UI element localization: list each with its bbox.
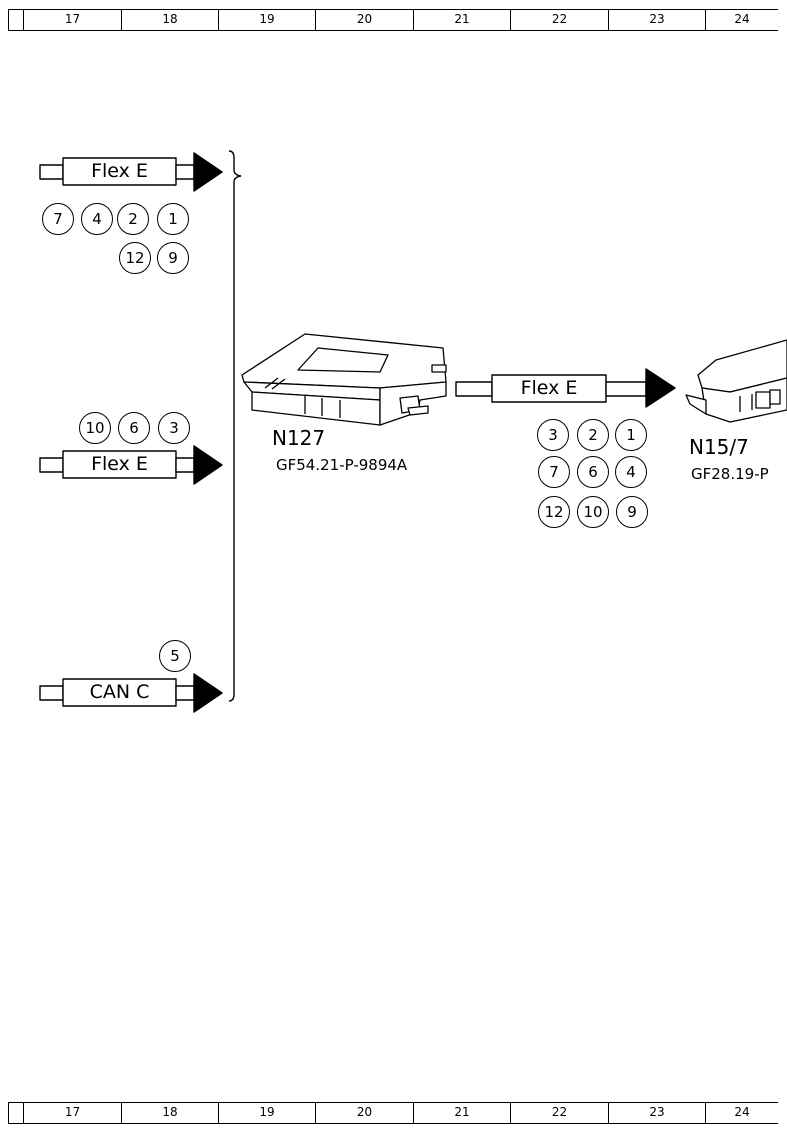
- ruler-col-18: 18: [121, 1103, 218, 1123]
- pin-circle: 10: [79, 412, 111, 444]
- ruler-lead-cell: [8, 1103, 23, 1123]
- pin-circle: 10: [577, 496, 609, 528]
- ruler-col-22: 22: [510, 1103, 608, 1123]
- column-ruler-top: 17 18 19 20 21 22 23 24: [8, 9, 778, 31]
- ruler-lead-cell: [8, 10, 23, 30]
- bus-arrow-3: [39, 673, 223, 713]
- bus-label-can-c: CAN C: [89, 681, 150, 703]
- ruler-col-19: 19: [218, 10, 315, 30]
- component-code-n15-7: N15/7: [689, 435, 749, 459]
- ruler-col-23: 23: [608, 1103, 705, 1123]
- ruler-col-21: 21: [413, 1103, 510, 1123]
- bus-label-flex-e-link: Flex E: [520, 377, 578, 399]
- column-ruler-bottom: 17 18 19 20 21 22 23 24: [8, 1102, 778, 1124]
- component-code-n127: N127: [272, 426, 326, 450]
- ruler-col-24: 24: [705, 10, 778, 30]
- component-ref-n127[interactable]: GF54.21-P-9894A: [276, 456, 408, 474]
- group-brace: [228, 150, 242, 702]
- ruler-col-20: 20: [315, 10, 413, 30]
- ruler-col-17: 17: [23, 1103, 121, 1123]
- pin-circle: 4: [81, 203, 113, 235]
- ruler-col-17: 17: [23, 10, 121, 30]
- pin-circle: 5: [159, 640, 191, 672]
- n127-module-drawing: [241, 333, 447, 426]
- pin-circle: 3: [158, 412, 190, 444]
- ruler-col-23: 23: [608, 10, 705, 30]
- pin-circle: 9: [157, 242, 189, 274]
- pin-circle: 9: [616, 496, 648, 528]
- bus-arrow-1: [39, 152, 223, 192]
- bus-label-flex-e-1: Flex E: [91, 160, 148, 182]
- pin-circle: 7: [42, 203, 74, 235]
- ruler-col-21: 21: [413, 10, 510, 30]
- ruler-col-22: 22: [510, 10, 608, 30]
- pin-circle: 12: [119, 242, 151, 274]
- ruler-col-18: 18: [121, 10, 218, 30]
- pin-circle: 2: [577, 419, 609, 451]
- component-ref-n15-7[interactable]: GF28.19-P: [691, 465, 769, 483]
- pin-circle: 6: [118, 412, 150, 444]
- pin-circle: 6: [577, 456, 609, 488]
- n15-7-module-drawing: [685, 339, 787, 423]
- bus-arrow-2: [39, 445, 223, 485]
- ruler-col-24: 24: [705, 1103, 778, 1123]
- ruler-col-20: 20: [315, 1103, 413, 1123]
- pin-circle: 1: [615, 419, 647, 451]
- pin-circle: 12: [538, 496, 570, 528]
- pin-circle: 7: [538, 456, 570, 488]
- pin-circle: 2: [117, 203, 149, 235]
- pin-circle: 1: [157, 203, 189, 235]
- bus-arrow-link: [455, 368, 676, 408]
- pin-circle: 3: [537, 419, 569, 451]
- ruler-col-19: 19: [218, 1103, 315, 1123]
- bus-label-flex-e-2: Flex E: [91, 453, 148, 475]
- pin-circle: 4: [615, 456, 647, 488]
